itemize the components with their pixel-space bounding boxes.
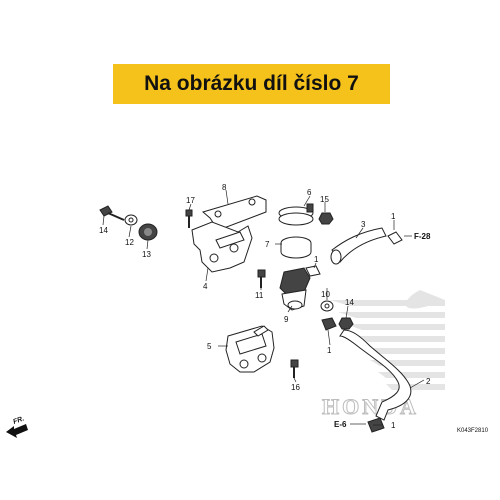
bolt-part-11 bbox=[257, 269, 266, 288]
ref-f28: F-28 bbox=[414, 232, 431, 241]
callout-14-right: 14 bbox=[345, 298, 354, 307]
front-label: FR. bbox=[12, 415, 25, 425]
callout-4: 4 bbox=[203, 282, 208, 291]
callout-16: 16 bbox=[291, 383, 300, 392]
callout-17: 17 bbox=[186, 196, 195, 205]
callout-6: 6 bbox=[307, 188, 312, 197]
callout-11: 11 bbox=[255, 291, 264, 300]
callout-7: 7 bbox=[265, 240, 270, 249]
hose-part-3 bbox=[330, 227, 387, 265]
collar-part-12 bbox=[124, 214, 138, 226]
callout-14-left: 14 bbox=[99, 226, 108, 235]
callout-15: 15 bbox=[320, 195, 329, 204]
valve-part-9 bbox=[279, 267, 311, 311]
callout-10: 10 bbox=[321, 290, 330, 299]
collar-part-10 bbox=[320, 300, 334, 312]
valve-assembly-part-5 bbox=[225, 325, 275, 373]
callout-8: 8 bbox=[222, 183, 227, 192]
bolt-part-14-left bbox=[99, 205, 125, 221]
front-direction-arrow: FR. bbox=[6, 415, 28, 438]
callout-13: 13 bbox=[142, 250, 151, 259]
callout-1d: 1 bbox=[391, 421, 396, 430]
bolt-part-14-right bbox=[338, 317, 354, 330]
bracket-part-8 bbox=[201, 195, 267, 229]
banner-text: Na obrázku díl číslo 7 bbox=[144, 72, 359, 95]
hose-part-2 bbox=[339, 329, 412, 421]
leader-lines bbox=[102, 189, 425, 426]
bolt-part-16 bbox=[290, 359, 299, 378]
callout-2: 2 bbox=[426, 377, 431, 386]
clip-part-1-mid bbox=[305, 265, 321, 277]
callout-12: 12 bbox=[125, 238, 134, 247]
clip-part-1-top bbox=[387, 231, 403, 245]
hose-clamp-part-6 bbox=[278, 203, 314, 226]
diagram-code: K043F2810 bbox=[457, 428, 489, 434]
sleeve-part-7 bbox=[280, 236, 312, 259]
callout-3: 3 bbox=[361, 220, 366, 229]
callout-1a: 1 bbox=[391, 212, 396, 221]
callout-9: 9 bbox=[284, 315, 289, 324]
ref-e6: E-6 bbox=[334, 420, 347, 429]
callout-5: 5 bbox=[207, 342, 212, 351]
callout-1b: 1 bbox=[314, 255, 319, 264]
clip-part-1-lower bbox=[321, 317, 337, 331]
nut-part-15 bbox=[318, 212, 334, 225]
bracket-part-4 bbox=[191, 221, 253, 273]
grommet-part-13 bbox=[138, 223, 158, 241]
part-number-banner: Na obrázku díl číslo 7 bbox=[113, 64, 390, 104]
callout-labels: 8 6 15 17 3 1 14 12 7 13 1 4 11 10 14 9 … bbox=[99, 183, 431, 430]
callout-1c: 1 bbox=[327, 346, 332, 355]
bolt-part-17 bbox=[185, 209, 193, 228]
